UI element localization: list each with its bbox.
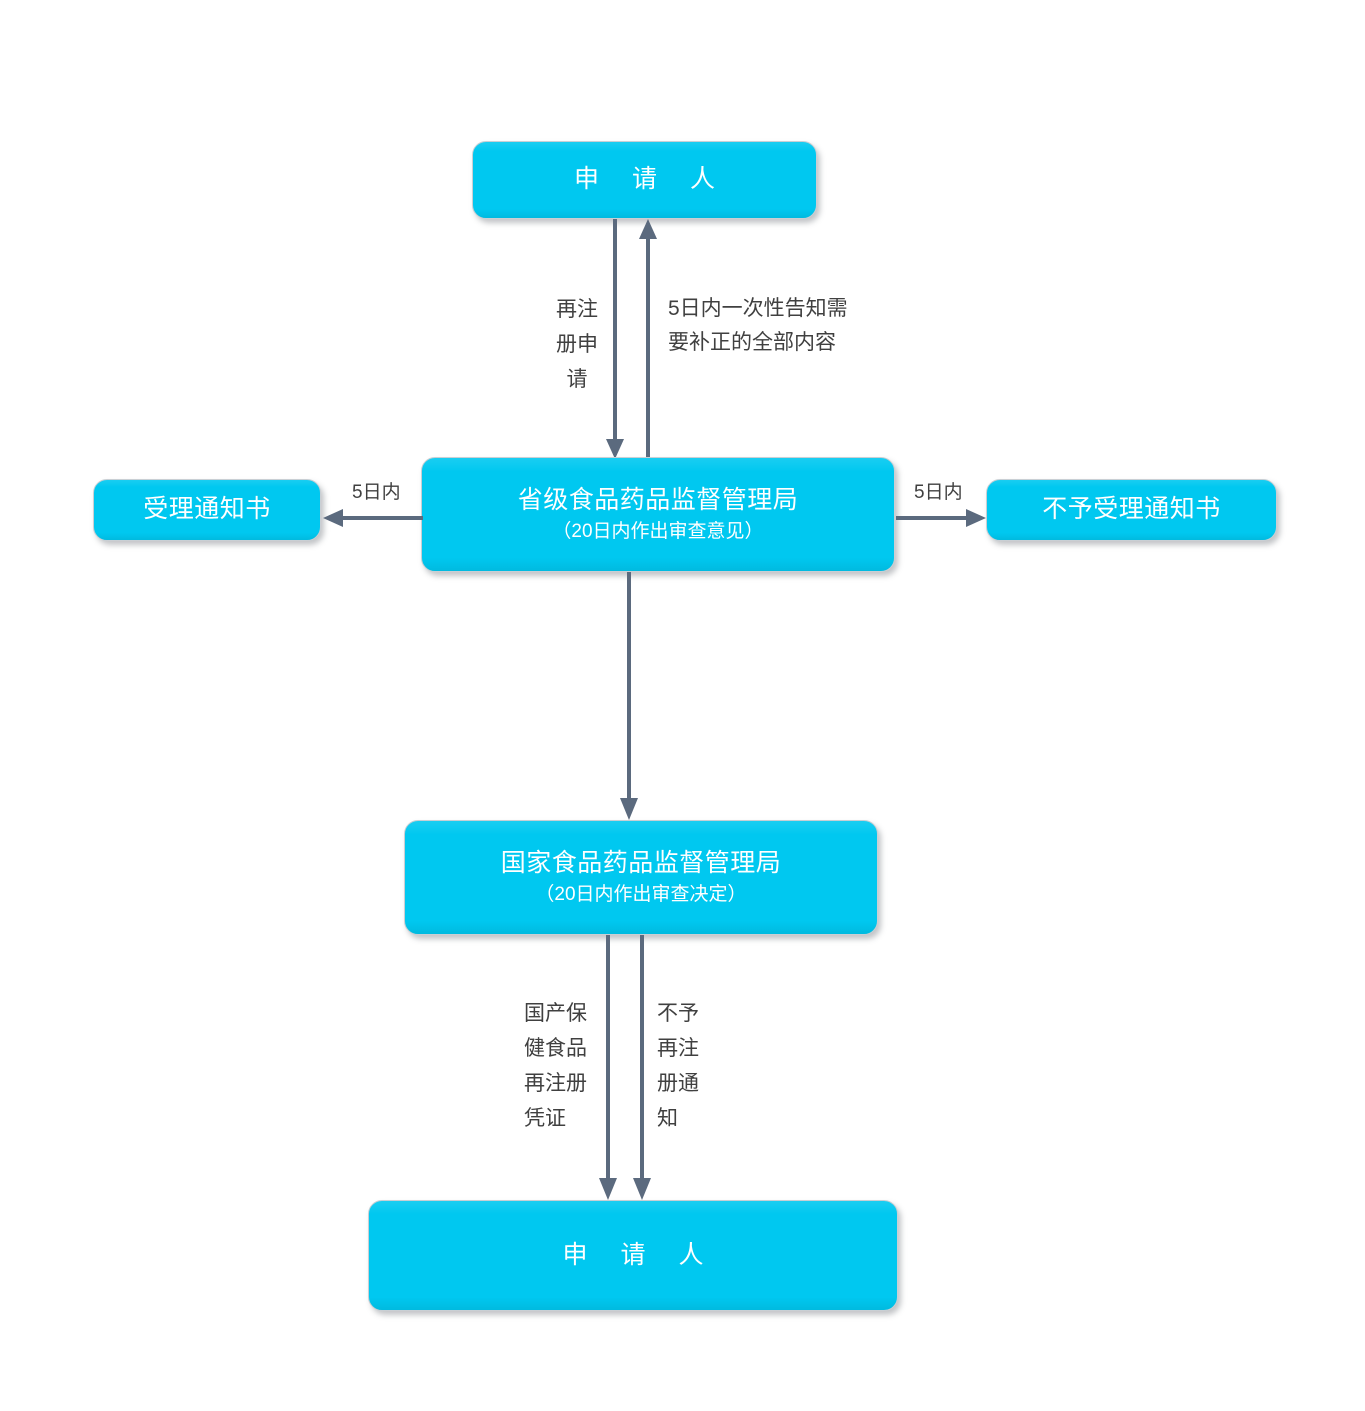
arrow-reapply-down bbox=[604, 219, 626, 459]
node-applicant-bottom[interactable]: 申 请 人 bbox=[368, 1200, 898, 1311]
edge-label-reapply: 再注 册申 请 bbox=[556, 298, 598, 391]
node-applicant-bottom-label: 申 请 人 bbox=[562, 1240, 717, 1269]
arrow-certificate-down bbox=[597, 935, 619, 1200]
arrow-reject-right bbox=[896, 507, 986, 529]
node-national-bureau-subtitle: （20日内作出审查决定） bbox=[535, 883, 747, 905]
node-acceptance-notice[interactable]: 受理通知书 bbox=[93, 479, 321, 541]
node-rejection-notice[interactable]: 不予受理通知书 bbox=[986, 479, 1277, 541]
edge-label-accept-5days: 5日内 bbox=[352, 482, 401, 503]
node-rejection-notice-label: 不予受理通知书 bbox=[1042, 495, 1221, 524]
node-provincial-bureau-subtitle: （20日内作出审查意见） bbox=[552, 520, 764, 542]
edge-label-reject-5days: 5日内 bbox=[914, 482, 963, 503]
edge-label-certificate: 国产保 健食品 再注册 凭证 bbox=[524, 1002, 587, 1130]
edge-label-notify-corrections: 5日内一次性告知需 要补正的全部内容 bbox=[668, 297, 848, 354]
arrow-to-national bbox=[618, 572, 640, 820]
node-national-bureau-label: 国家食品药品监督管理局 bbox=[500, 848, 782, 877]
node-provincial-bureau[interactable]: 省级食品药品监督管理局 （20日内作出审查意见） bbox=[421, 457, 895, 572]
node-applicant-top[interactable]: 申 请 人 bbox=[472, 141, 817, 219]
arrow-refusal-down bbox=[631, 935, 653, 1200]
arrow-accept-left bbox=[323, 507, 423, 529]
node-provincial-bureau-label: 省级食品药品监督管理局 bbox=[517, 485, 799, 514]
arrow-notify-up bbox=[637, 219, 659, 459]
edge-label-refusal: 不予 再注 册通 知 bbox=[657, 1002, 699, 1130]
node-applicant-top-label: 申 请 人 bbox=[574, 165, 728, 194]
node-national-bureau[interactable]: 国家食品药品监督管理局 （20日内作出审查决定） bbox=[404, 820, 878, 935]
node-acceptance-notice-label: 受理通知书 bbox=[143, 495, 271, 524]
